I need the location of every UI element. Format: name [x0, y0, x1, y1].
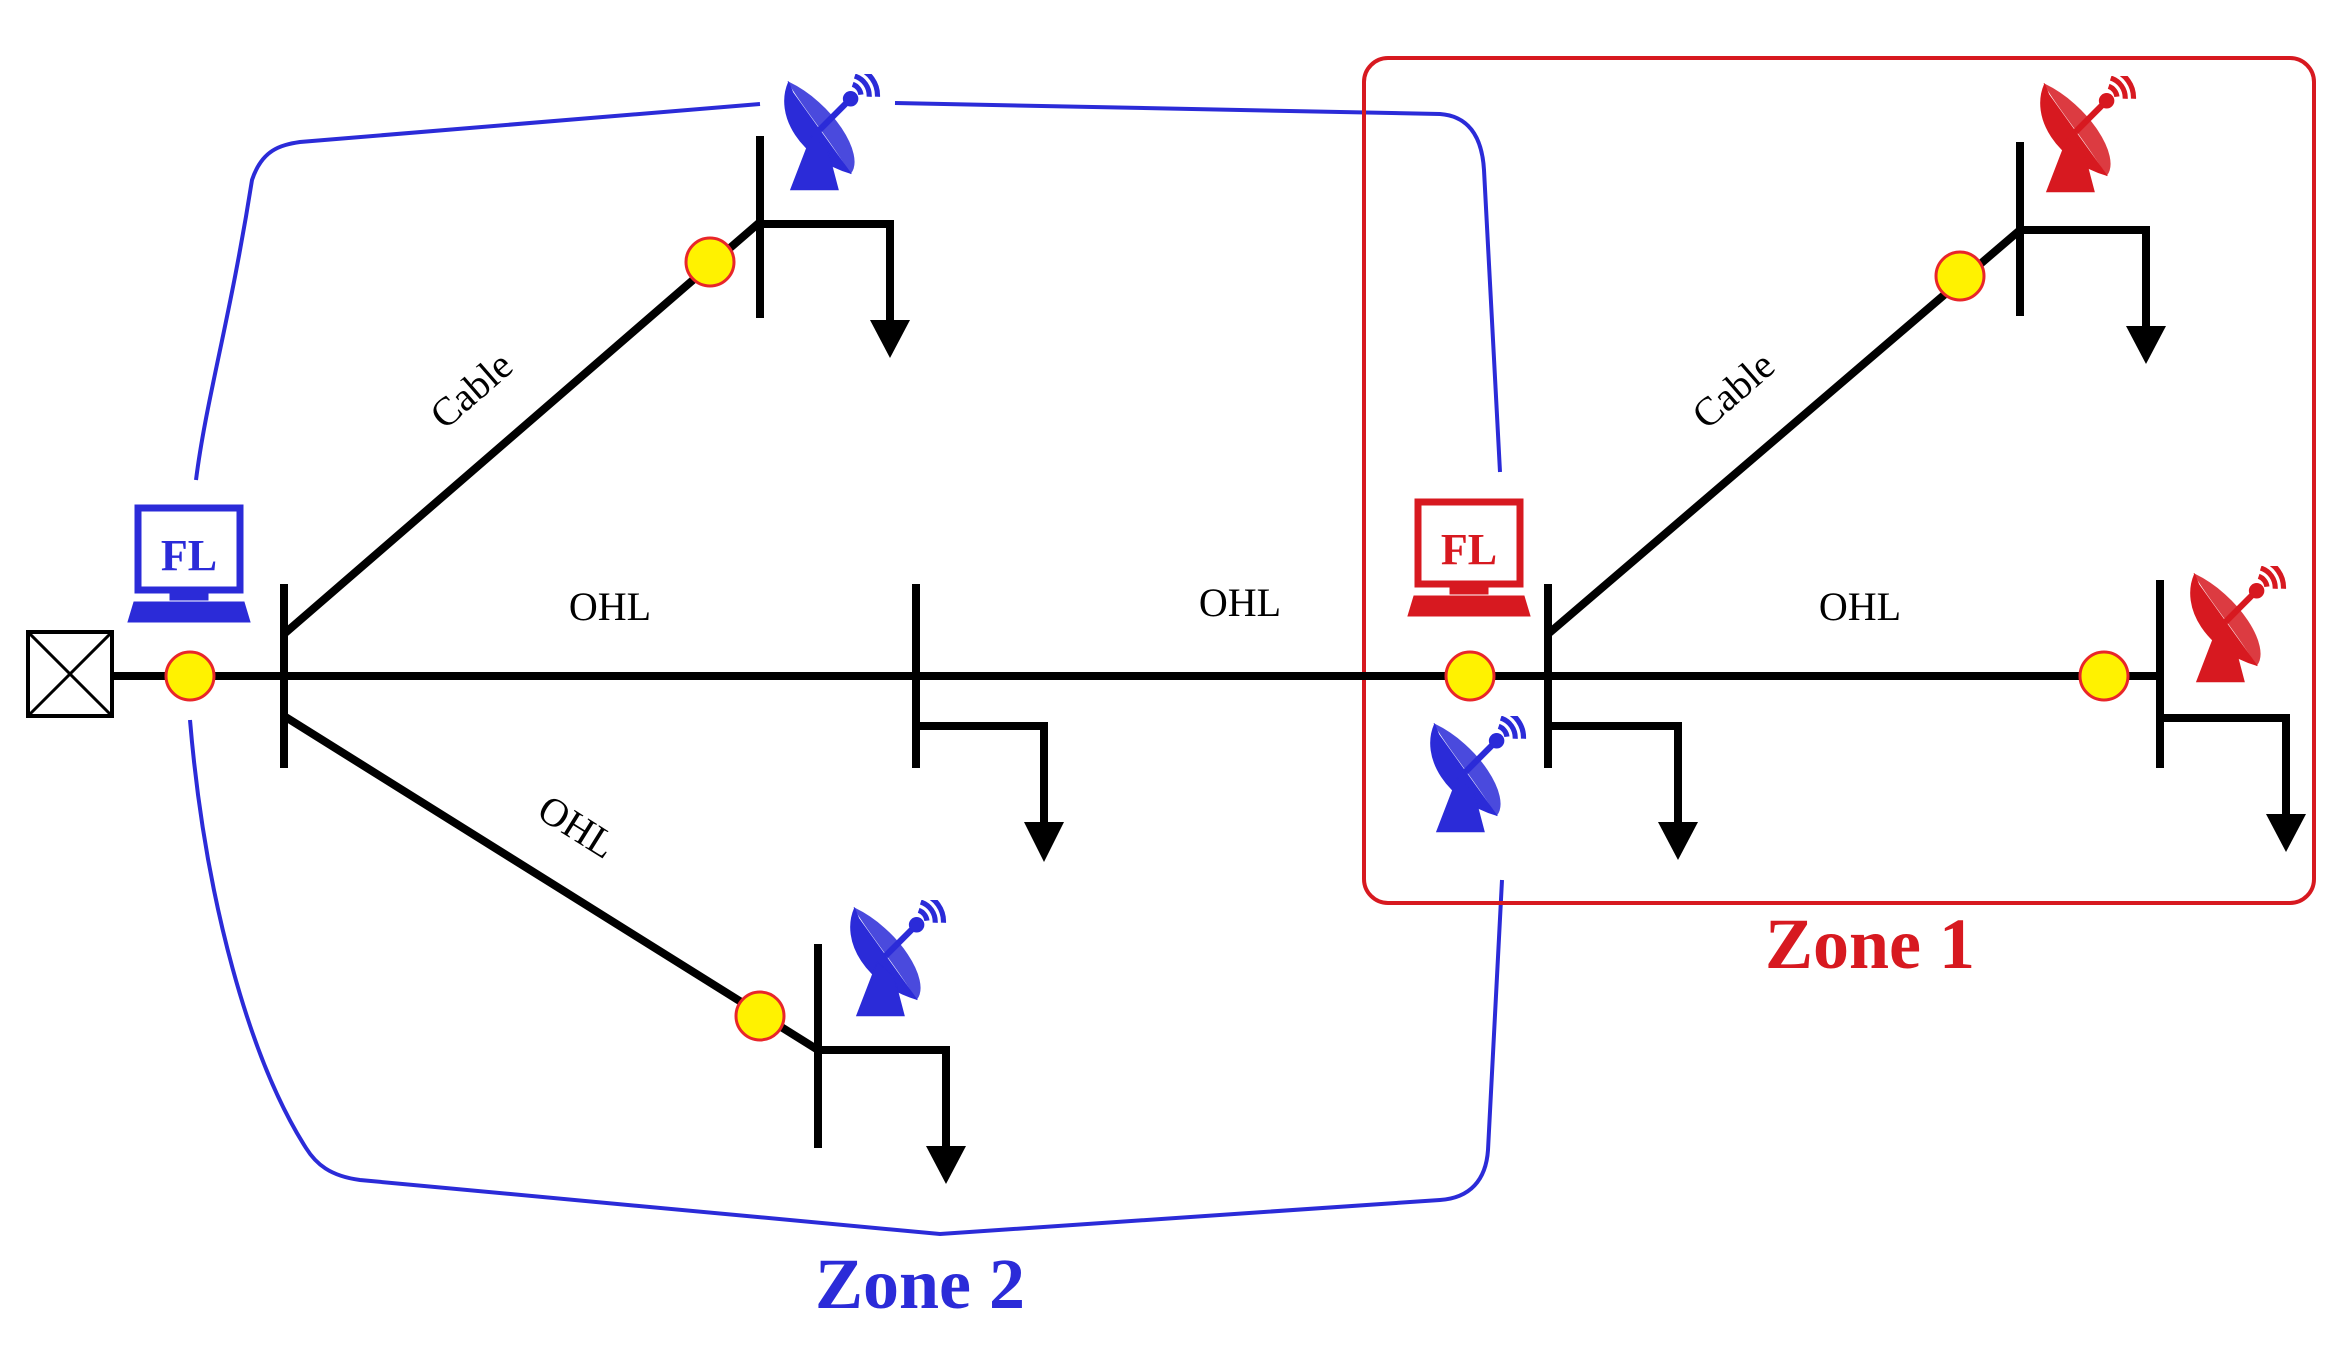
load-arrow-icon: [870, 320, 910, 358]
breaker-node-icon: [1444, 650, 1496, 702]
load-arrow-icon: [2126, 326, 2166, 364]
label-main-ohl-middle: OHL: [1199, 580, 1281, 625]
load-top-left: [760, 220, 910, 358]
grid-source-icon: [26, 630, 114, 718]
label-lower-left-ohl: OHL: [530, 786, 624, 868]
satellite-dish-antenna-icon: [2191, 560, 2284, 682]
zone2-boundary: [188, 101, 1504, 1237]
load-middle: [916, 722, 1064, 862]
label-upper-left-cable: Cable: [421, 342, 521, 437]
label-upper-right-cable: Cable: [1683, 342, 1783, 437]
label-main-ohl-right: OHL: [1819, 584, 1901, 629]
breaker-node-icon: [2078, 650, 2130, 702]
upper-left-cable-line: [281, 218, 763, 638]
load-arrow-icon: [1658, 822, 1698, 860]
fl-label-zone1: FL: [1441, 525, 1497, 574]
load-right-end: [2160, 714, 2306, 852]
load-arrow-icon: [2266, 814, 2306, 852]
zone1-boundary: [1362, 56, 2316, 905]
lower-left-ohl-line: [281, 712, 821, 1054]
load-bottom-left: [818, 1046, 966, 1184]
load-top-right: [2020, 226, 2166, 364]
breaker-node-icon: [684, 236, 736, 288]
fl-unit-zone1: FL: [1408, 502, 1530, 616]
load-zone1-bus: [1548, 722, 1698, 860]
breaker-node-icon: [164, 650, 216, 702]
satellite-dish-antenna-icon: [2041, 70, 2134, 192]
satellite-dish-antenna-icon: [851, 894, 944, 1016]
breaker-node-icon: [734, 990, 786, 1042]
satellite-dish-antenna-icon: [1431, 710, 1524, 832]
satellite-dish-antenna-icon: [785, 68, 878, 190]
upper-right-cable-line: [1545, 226, 2023, 638]
zone1-label: Zone 1: [1765, 904, 1975, 984]
zone2-label: Zone 2: [815, 1244, 1025, 1324]
breaker-node-icon: [1934, 250, 1986, 302]
fl-label-zone2: FL: [161, 531, 217, 580]
fl-unit-zone2: FL: [128, 508, 250, 622]
load-arrow-icon: [1024, 822, 1064, 862]
load-arrow-icon: [926, 1146, 966, 1184]
label-main-ohl-left: OHL: [569, 584, 651, 629]
